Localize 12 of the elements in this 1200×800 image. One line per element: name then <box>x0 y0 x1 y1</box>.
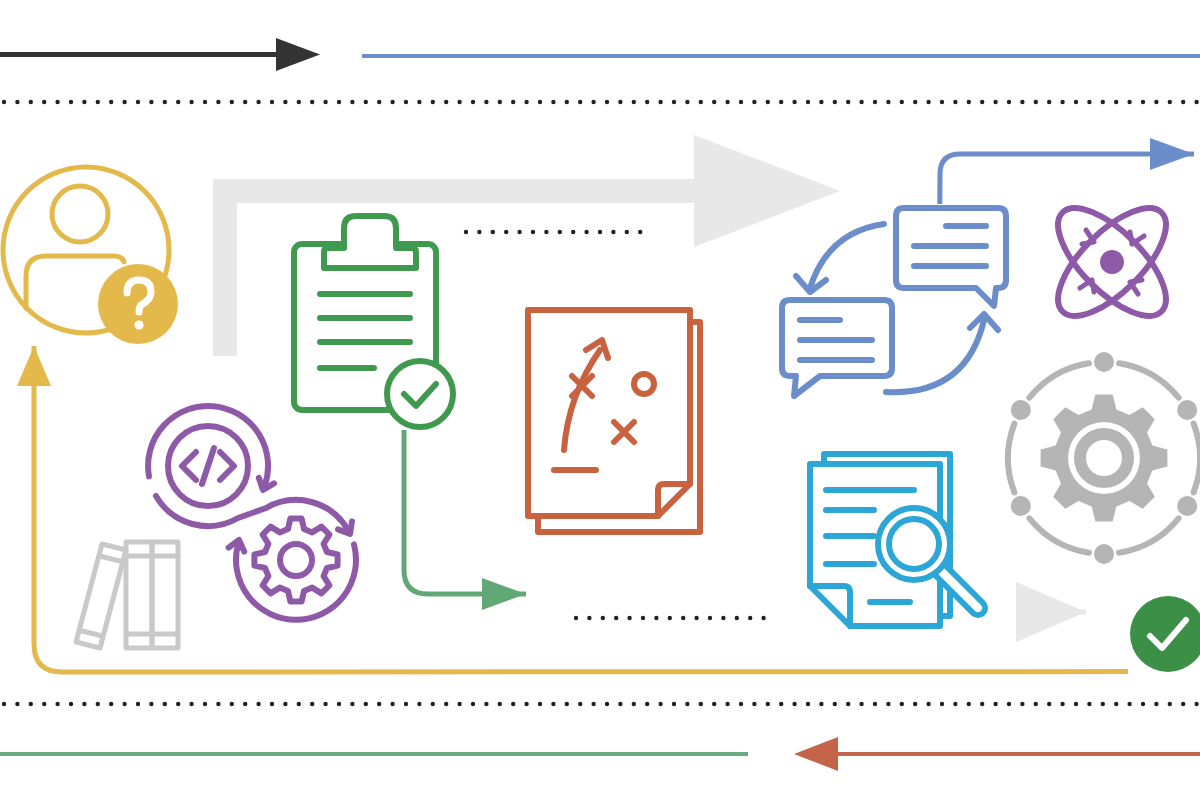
user-question-icon <box>0 162 180 346</box>
check-icon <box>1128 596 1200 674</box>
strategy-document-icon <box>524 306 704 538</box>
chat-exchange-icon <box>776 204 1010 400</box>
code-gear-cycle-icon <box>144 400 364 628</box>
atom-icon <box>1052 202 1172 322</box>
clipboard-check-icon <box>290 212 458 430</box>
arrow <box>17 346 1128 675</box>
document-search-icon <box>806 450 990 632</box>
books-icon <box>72 538 182 652</box>
arrow <box>401 430 526 610</box>
arrow <box>937 138 1194 204</box>
